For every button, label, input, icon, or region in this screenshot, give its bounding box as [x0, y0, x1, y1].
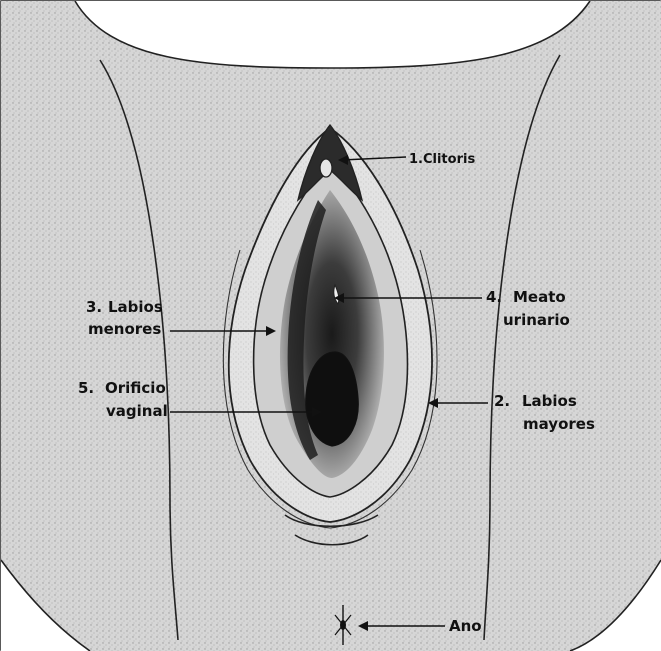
label-orificio-num: 5. [78, 379, 94, 397]
label-orificio-1: Orificio [105, 379, 166, 397]
label-meato-num: 4. [486, 288, 502, 306]
label-labios-mayores-num: 2. [494, 392, 510, 410]
label-clitoris: 1.Clitoris [409, 152, 475, 167]
label-meato-1: Meato [513, 288, 566, 306]
clitoris-shape [320, 159, 332, 177]
label-labios-mayores-1: Labios [522, 392, 577, 410]
label-labios-menores-num: 3. [86, 298, 102, 316]
label-labios-mayores-2: mayores [523, 415, 595, 433]
label-labios-menores-1: Labios [108, 298, 163, 316]
label-orificio-2: vaginal [106, 402, 168, 420]
label-meato-2: urinario [503, 311, 570, 329]
label-ano: Ano [449, 617, 482, 635]
label-labios-menores-2: menores [88, 320, 161, 338]
